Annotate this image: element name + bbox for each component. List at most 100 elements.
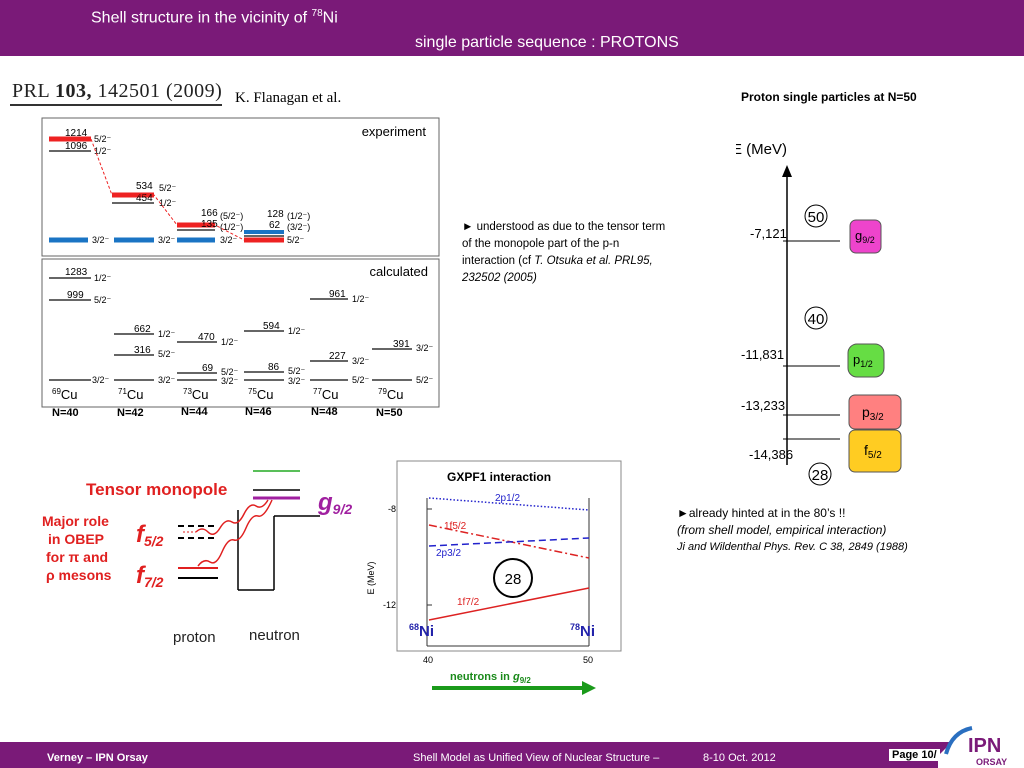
series-label-2p12: 2p1/2 <box>495 493 520 504</box>
role-line: for π and <box>46 549 108 565</box>
isotope-69cu: 69Cu <box>52 387 78 402</box>
calc-energy-label: 227 <box>329 351 346 362</box>
energy-f52: -14,386 <box>749 447 793 462</box>
isotope-77cu: 77Cu <box>313 387 339 402</box>
exp-spin-label: 3/2⁻ <box>158 235 176 245</box>
calc-spin-label: 5/2⁻ <box>221 367 239 377</box>
tensor-explanation: ► understood as due to the tensor term o… <box>462 221 666 284</box>
energy-axis-label: E (MeV) <box>736 141 787 158</box>
calc-spin-label: 1/2⁻ <box>221 337 239 347</box>
orbital-g92: g9/2 <box>855 228 875 245</box>
series-label-2p32: 2p3/2 <box>436 548 461 559</box>
n-label: N=50 <box>376 407 403 419</box>
exp-spin-label: 1/2⁻ <box>159 198 177 208</box>
interaction-wave <box>195 499 269 535</box>
calc-spin-label: 3/2⁻ <box>221 376 239 386</box>
nucleus-78ni: 78Ni <box>570 622 595 640</box>
hint-line2: (from shell model, empirical interaction… <box>677 523 887 537</box>
experiment-panel <box>41 117 440 257</box>
exp-spin-label: (1/2⁻) <box>220 222 243 232</box>
neutron-number-labels: N=40 N=42 N=44 N=46 N=48 N=50 <box>52 406 403 419</box>
neutron-label: neutron <box>249 627 300 644</box>
slide-subtitle: single particle sequence : PROTONS <box>415 34 679 51</box>
series-2p12 <box>428 497 590 511</box>
calc-spin-label: 3/2⁻ <box>288 376 306 386</box>
calc-energy-label: 391 <box>393 339 410 350</box>
gxpf1-ytick: -12 <box>383 600 396 610</box>
exp-spin-label: 5/2⁻ <box>287 235 305 245</box>
isotope-labels: 69Cu 71Cu 73Cu 75Cu 77Cu 79Cu <box>52 387 404 402</box>
gxpf1-ytick: -8 <box>388 504 396 514</box>
proton-sp-title: Proton single particles at N=50 <box>741 90 917 104</box>
footer-bar <box>0 742 1024 768</box>
experiment-label: experiment <box>362 124 427 139</box>
calc-spin-label: 3/2⁻ <box>352 356 370 366</box>
isotope-71cu: 71Cu <box>118 387 144 402</box>
gxpf1-magic-label: 28 <box>505 571 522 588</box>
calc-spin-label: 1/2⁻ <box>352 294 370 304</box>
n-label: N=44 <box>181 406 208 418</box>
magic-50-label: 50 <box>808 209 825 226</box>
exp-energy-label: 128 <box>267 209 284 220</box>
energy-axis-arrow <box>782 165 792 177</box>
calc-energy-label: 961 <box>329 289 346 300</box>
energy-p32: -13,233 <box>741 398 785 413</box>
shell-model-hint: ►already hinted at in the 80’s !! (from … <box>677 505 977 556</box>
orbital-p12: p1/2 <box>853 352 873 369</box>
calc-spin-label: 1/2⁻ <box>158 329 176 339</box>
orbital-p32: p3/2 <box>862 404 884 423</box>
footer-date: 8-10 Oct. 2012 <box>703 752 776 764</box>
reference-author: K. Flanagan et al. <box>235 90 342 106</box>
footer-author: Verney – IPN Orsay <box>47 752 148 764</box>
series-2p32 <box>428 537 590 547</box>
exp-spin-label: (1/2⁻) <box>287 211 310 221</box>
logo-text: IPN <box>968 735 1001 757</box>
energy-p12: -11,831 <box>741 347 784 362</box>
orbital-f52: f5/2 <box>864 442 882 461</box>
calc-energy-label: 470 <box>198 332 215 343</box>
calc-spin-label: 3/2⁻ <box>158 375 176 385</box>
calc-spin-label: 5/2⁻ <box>94 295 112 305</box>
gxpf1-xtick: 40 <box>423 655 433 665</box>
n-label: N=42 <box>117 407 144 419</box>
energy-g92: -7,121 <box>750 226 787 241</box>
calc-energy-label: 316 <box>134 345 151 356</box>
header-bar <box>0 0 1024 56</box>
arrow-text: neutrons in g9/2 <box>450 671 531 685</box>
series-1f72 <box>428 587 590 621</box>
tensor-monopole-diagram: Tensor monopole Major role in OBEP for π… <box>42 470 352 646</box>
calc-spin-label: 1/2⁻ <box>288 326 306 336</box>
journal-reference: PRL 103, 142501 (2009) <box>12 80 223 102</box>
exp-spin-label: 5/2⁻ <box>159 183 177 193</box>
orbital-box-g92 <box>849 219 882 254</box>
obep-role-text: Major role in OBEP for π and ρ mesons <box>42 513 112 583</box>
proton-sp-diagram: E (MeV) 50 40 28 -7,121 g9/2 -11,831 p1/… <box>736 141 902 486</box>
tensor-monopole-title: Tensor monopole <box>86 480 227 499</box>
isotope-75cu: 75Cu <box>248 387 274 402</box>
calc-energy-label: 594 <box>263 321 280 332</box>
nucleus-68ni: 68Ni <box>409 622 434 640</box>
exp-energy-label: 454 <box>136 193 153 204</box>
f52-trend-line <box>90 138 245 241</box>
calc-spin-label: 5/2⁻ <box>158 349 176 359</box>
experiment-levels: 1214 5/2⁻ 1096 1/2⁻ 3/2⁻ 534 5/2⁻ 454 1/… <box>49 128 310 245</box>
cu-level-scheme: experiment calculated 1214 5/2⁻ 1096 1/2… <box>41 117 440 419</box>
gxpf1-xtick: 50 <box>583 655 593 665</box>
slide-title: Shell structure in the vicinity of 78Ni <box>91 8 338 27</box>
exp-spin-label: 3/2⁻ <box>92 235 110 245</box>
calculated-panel <box>41 258 440 408</box>
reference-underline <box>10 104 222 106</box>
role-line: Major role <box>42 513 109 529</box>
magic-number-28-circle <box>493 558 533 598</box>
gxpf1-plot-area-top <box>424 470 607 522</box>
calculated-label: calculated <box>369 264 428 279</box>
n-label: N=48 <box>311 406 338 418</box>
exp-spin-label: 1/2⁻ <box>94 146 112 156</box>
magic-number-28 <box>808 462 832 486</box>
exp-spin-label: 5/2⁻ <box>94 134 112 144</box>
gxpf1-plot: GXPF1 interaction E (MeV) -8 -12 40 50 2… <box>366 460 622 695</box>
magic-40-label: 40 <box>808 311 825 328</box>
neutron-filling-arrowhead <box>582 681 596 695</box>
logo-swoosh <box>944 726 973 755</box>
exp-energy-label: 62 <box>269 220 281 231</box>
